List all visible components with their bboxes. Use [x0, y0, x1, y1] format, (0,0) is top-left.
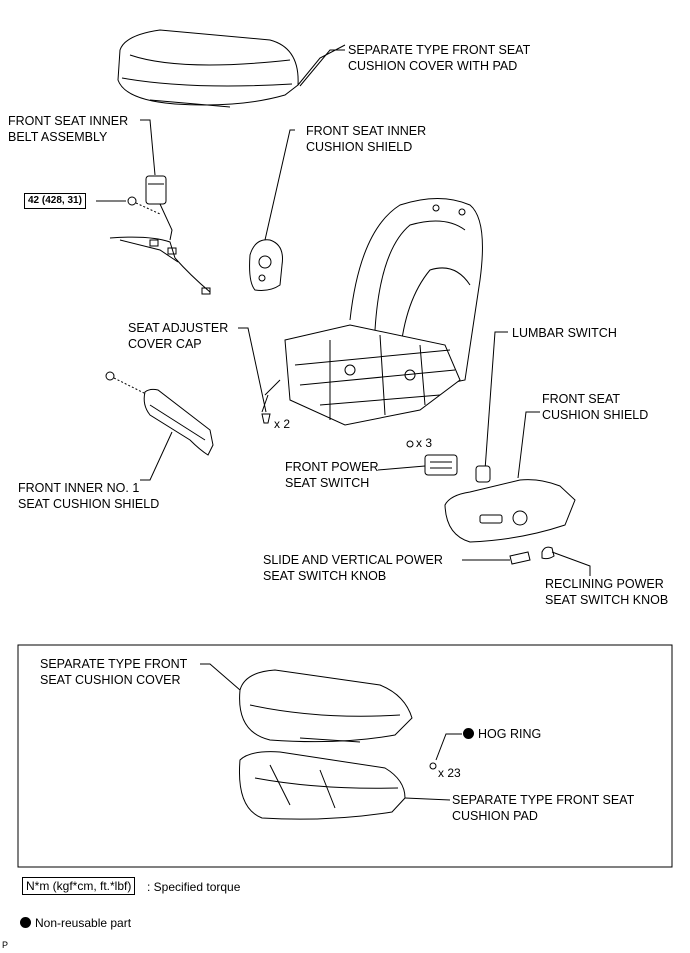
- power-switch-drawing: [377, 440, 458, 476]
- hog-ring-qty: x 23: [438, 766, 461, 780]
- slide-knob-label: SLIDE AND VERTICAL POWER SEAT SWITCH KNO…: [263, 553, 443, 583]
- inner-no1-shield-label: FRONT INNER NO. 1 SEAT CUSHION SHIELD: [18, 481, 160, 511]
- power-switch-label: FRONT POWER SEAT SWITCH: [285, 460, 379, 490]
- inner-belt-drawing: [109, 119, 211, 295]
- corner-mark: P: [2, 940, 9, 950]
- inset-cover-label: SEPARATE TYPE FRONT SEAT CUSHION COVER: [40, 657, 188, 687]
- torque-value-box: 42 (428, 31): [24, 193, 86, 209]
- legend-torque-unit: N*m (kgf*cm, ft.*lbf): [22, 877, 136, 895]
- hog-ring-drawing: [429, 733, 462, 770]
- hog-ring-label: HOG RING: [463, 726, 541, 742]
- inner-cushion-shield-drawing: [249, 129, 295, 291]
- inset-pad-label: SEPARATE TYPE FRONT SEAT CUSHION PAD: [452, 793, 635, 823]
- inset-pad-drawing: [238, 751, 451, 820]
- inner-cushion-shield-label: FRONT SEAT INNER CUSHION SHIELD: [306, 124, 427, 154]
- power-switch-qty: x 3: [416, 436, 433, 450]
- seat-frame-drawing: [261, 198, 483, 426]
- legend-torque-text: : Specified torque: [147, 880, 241, 894]
- adjuster-qty: x 2: [274, 417, 291, 431]
- knobs-drawing: [462, 546, 591, 576]
- front-cushion-shield-drawing: [444, 411, 576, 543]
- reclining-knob-label: RECLINING POWER SEAT SWITCH KNOB: [545, 577, 669, 607]
- nonreusable-legend-icon: [20, 917, 31, 928]
- leader-cover: [299, 49, 345, 87]
- inner-belt-label: FRONT SEAT INNER BELT ASSEMBLY: [8, 114, 129, 144]
- hog-ring-text: HOG RING: [478, 727, 542, 741]
- nonreusable-dot-icon: [463, 728, 474, 739]
- front-cushion-shield-label: FRONT SEAT CUSHION SHIELD: [542, 392, 649, 422]
- cushion-cover-with-pad-drawing: [117, 29, 346, 108]
- adjuster-cap-drawing: [238, 327, 271, 424]
- inset-cover-drawing: [200, 663, 413, 743]
- legend-nonreusable: Non-reusable part: [20, 915, 131, 931]
- cushion-cover-with-pad-label: SEPARATE TYPE FRONT SEAT CUSHION COVER W…: [348, 43, 531, 73]
- adjuster-cap-label: SEAT ADJUSTER COVER CAP: [128, 321, 229, 351]
- legend-nonreusable-text: Non-reusable part: [35, 916, 132, 930]
- inset-frame: [17, 644, 673, 868]
- lumbar-switch-drawing: [475, 331, 508, 483]
- inner-no1-shield-drawing: [105, 371, 214, 481]
- lumbar-switch-label: LUMBAR SWITCH: [512, 326, 617, 340]
